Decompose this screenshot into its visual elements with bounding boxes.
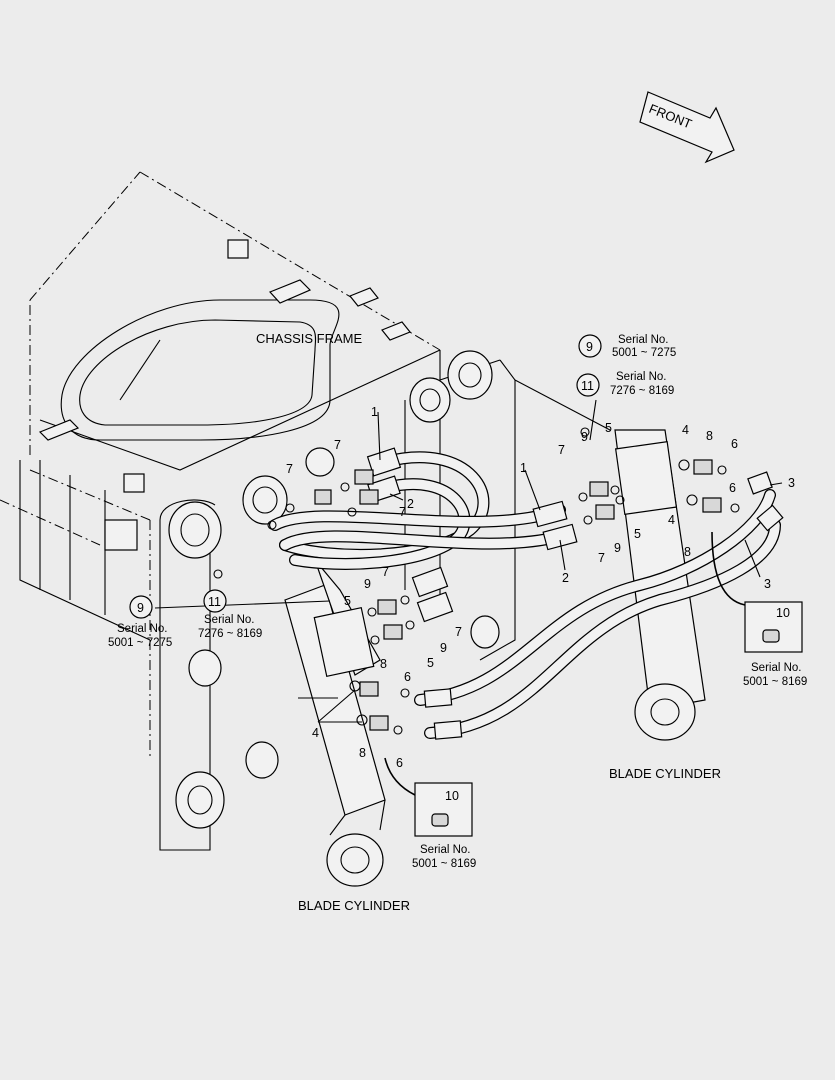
box-right-range: 5001 ~ 8169 (743, 676, 807, 688)
callout-9: 9 (440, 641, 447, 655)
callout-5: 5 (634, 527, 641, 541)
callout-8: 8 (380, 657, 387, 671)
callout-7: 7 (334, 438, 341, 452)
callout-9: 9 (614, 541, 621, 555)
box-bottom-part: 10 (445, 789, 459, 803)
blade-cylinder-left-label: BLADE CYLINDER (298, 898, 410, 913)
callout-5: 5 (344, 594, 351, 608)
top-serial-title-b: Serial No. (616, 371, 667, 383)
hoses-1-2 (269, 451, 571, 570)
box-bottom-range: 5001 ~ 8169 (412, 858, 476, 870)
top-circle-11: 11 (581, 379, 594, 393)
left-circle-9: 9 (137, 601, 144, 615)
part-10-box-bottom: 10 Serial No. 5001 ~ 8169 (412, 782, 476, 870)
callout-5: 5 (427, 656, 434, 670)
callout-8: 8 (359, 746, 366, 760)
side-plates (159, 350, 611, 851)
top-circle-9: 9 (586, 340, 593, 354)
callout-7: 7 (598, 551, 605, 565)
area-labels: CHASSIS FRAME BLADE CYLINDER BLADE CYLIN… (256, 331, 721, 913)
callout-9: 9 (364, 577, 371, 591)
left-circle-11: 11 (208, 595, 221, 609)
callout-4: 4 (682, 423, 689, 437)
callout-2: 2 (407, 497, 414, 511)
serial-note-top: 9 Serial No. 5001 ~ 7275 11 Serial No. 7… (576, 334, 676, 397)
part-10-box-right: 10 Serial No. 5001 ~ 8169 (743, 601, 807, 688)
serial-note-left: 9 11 Serial No. 7276 ~ 8169 Serial No. 5… (108, 589, 262, 649)
callout-5: 5 (605, 421, 612, 435)
callout-6: 6 (396, 756, 403, 770)
callout-7: 7 (558, 443, 565, 457)
callout-7: 7 (455, 625, 462, 639)
callout-6: 6 (729, 481, 736, 495)
front-arrow: FRONT (639, 91, 735, 164)
left-serial-title-b: Serial No. (204, 614, 255, 626)
blade-cylinder-right (614, 429, 706, 741)
blade-cylinder-right-label: BLADE CYLINDER (609, 766, 721, 781)
blade-cylinder-left (284, 559, 386, 887)
hoses-3 (414, 489, 781, 739)
callout-1: 1 (371, 405, 378, 419)
callout-8: 8 (706, 429, 713, 443)
callout-6: 6 (731, 437, 738, 451)
box-right-part: 10 (776, 606, 790, 620)
fittings (213, 427, 784, 740)
callout-7: 7 (286, 462, 293, 476)
top-serial-title-a: Serial No. (618, 334, 669, 346)
chassis-frame-label: CHASSIS FRAME (256, 331, 363, 346)
box-right-title: Serial No. (751, 662, 802, 674)
leader-lines (154, 399, 783, 796)
callout-1: 1 (520, 461, 527, 475)
chassis-frame (19, 239, 441, 641)
left-serial-range-a: 5001 ~ 7275 (108, 637, 172, 649)
callout-9: 9 (581, 430, 588, 444)
callout-4: 4 (668, 513, 675, 527)
callout-3: 3 (788, 476, 795, 490)
top-serial-range-b: 7276 ~ 8169 (610, 385, 674, 397)
callout-3: 3 (764, 577, 771, 591)
top-serial-range-a: 5001 ~ 7275 (612, 347, 676, 359)
callout-2: 2 (562, 571, 569, 585)
callout-7: 7 (399, 505, 406, 519)
callout-numbers: 1 1 2 2 3 3 4 4 4 5 5 5 5 6 6 6 6 7 7 7 … (286, 405, 795, 770)
left-serial-title-a: Serial No. (117, 623, 168, 635)
box-bottom-title: Serial No. (420, 844, 471, 856)
left-serial-range-b: 7276 ~ 8169 (198, 628, 262, 640)
callout-8: 8 (684, 545, 691, 559)
callout-4: 4 (312, 726, 319, 740)
callout-7: 7 (382, 565, 389, 579)
callout-6: 6 (404, 670, 411, 684)
